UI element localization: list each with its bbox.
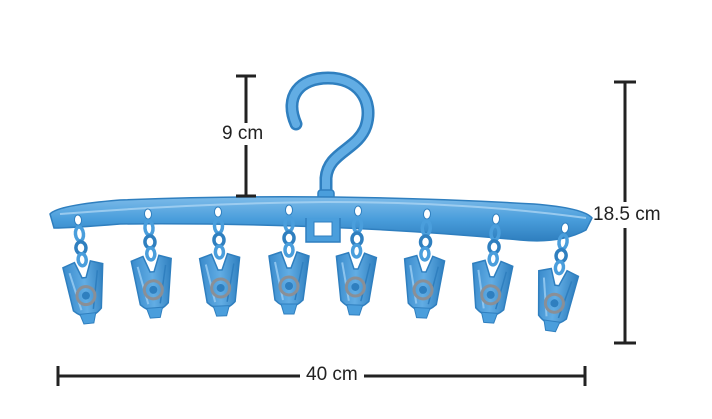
total-height-label: 18.5 cm <box>593 202 661 228</box>
hanger-bar <box>49 196 593 243</box>
clothespin-clip <box>403 208 446 319</box>
total-width-label: 40 cm <box>300 364 364 386</box>
hook-height-label: 9 cm <box>220 123 266 145</box>
clothespin-clip <box>537 222 580 333</box>
clothespin-clip <box>130 208 172 319</box>
clothespin-clip <box>198 206 241 317</box>
clip-group <box>62 204 580 333</box>
clothespin-clip <box>472 213 514 324</box>
hanger-hook <box>285 71 375 216</box>
clothespin-clip <box>268 204 310 315</box>
clothespin-clip <box>335 205 378 316</box>
clothespin-clip <box>62 214 104 325</box>
